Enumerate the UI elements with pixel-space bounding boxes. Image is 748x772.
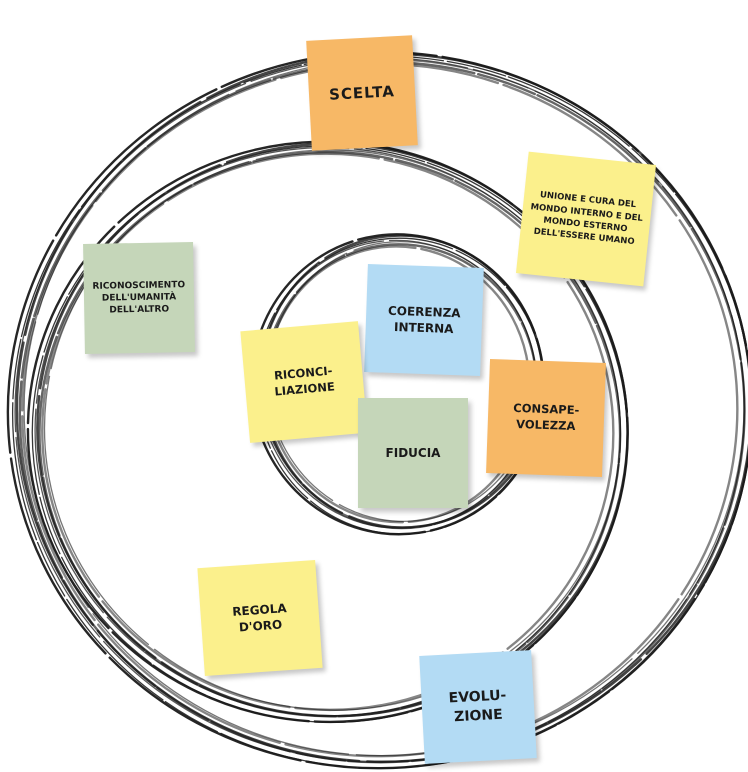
middle-ring-stroke <box>41 152 615 712</box>
note-evoluzione: EVOLU- ZIONE <box>419 650 537 764</box>
note-evoluzione-label: EVOLU- ZIONE <box>448 687 507 726</box>
note-riconoscimento-label: RICONOSCIMENTO DELL'UMANITÀ DELL'ALTRO <box>92 279 186 316</box>
note-scelta: SCELTA <box>306 35 418 151</box>
note-coerenza-label: COERENZA INTERNA <box>387 303 461 337</box>
note-fiducia-label: FIDUCIA <box>385 445 441 460</box>
note-fiducia: FIDUCIA <box>358 398 468 508</box>
note-riconciliazione: RICONCI- LIAZIONE <box>240 321 368 443</box>
note-regola: REGOLA D'ORO <box>197 560 323 676</box>
note-consapevolezza-label: CONSAPE- VOLEZZA <box>513 401 580 434</box>
note-coerenza: COERENZA INTERNA <box>364 264 484 376</box>
note-scelta-label: SCELTA <box>328 82 396 104</box>
note-riconoscimento: RICONOSCIMENTO DELL'UMANITÀ DELL'ALTRO <box>83 242 195 354</box>
note-consapevolezza: CONSAPE- VOLEZZA <box>486 359 606 477</box>
note-regola-label: REGOLA D'ORO <box>231 600 288 635</box>
note-riconciliazione-label: RICONCI- LIAZIONE <box>273 363 336 399</box>
note-unione: UNIONE E CURA DEL MONDO INTERNO E DEL MO… <box>515 151 657 287</box>
note-unione-label: UNIONE E CURA DEL MONDO INTERNO E DEL MO… <box>530 190 644 248</box>
